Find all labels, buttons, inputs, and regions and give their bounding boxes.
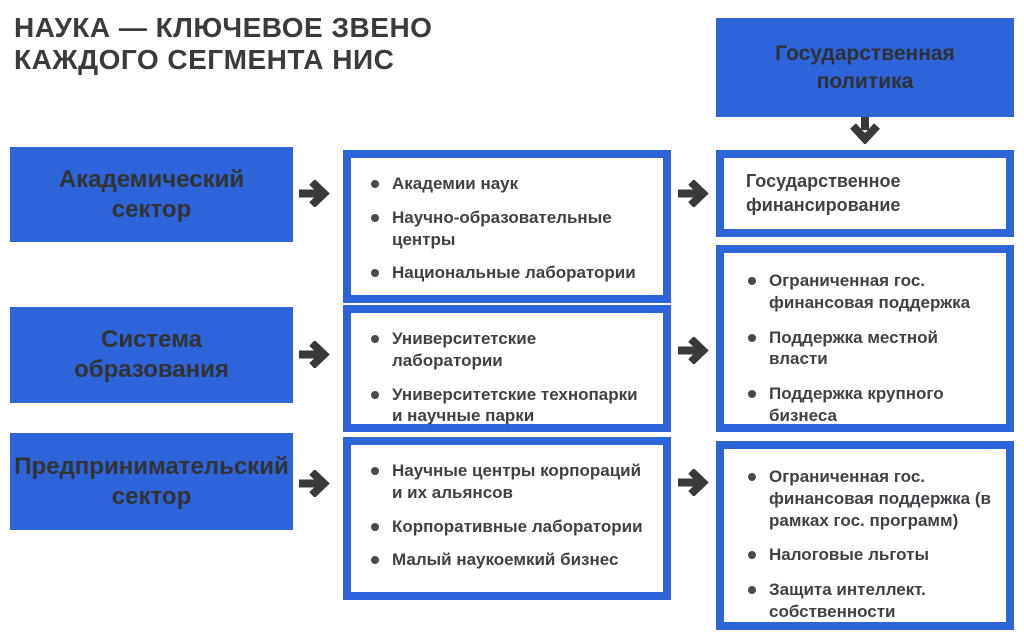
list-item: Университетские технопарки и научные пар… [365, 384, 651, 428]
list-item: Ограниченная гос. финансовая поддержка [742, 270, 994, 314]
funding-box-academic: Государственное финансирование [716, 150, 1014, 237]
funding-box-entrepreneurial: Ограниченная гос. финансовая поддержка (… [716, 441, 1014, 630]
policy-box: Государственная политика [716, 18, 1014, 117]
funding-text: Государственное финансирование [746, 171, 901, 215]
arrow-down-icon [849, 117, 881, 144]
list-item: Научные центры корпораций и их альянсов [365, 460, 651, 504]
arrow-right-icon [678, 337, 715, 364]
list-item: Малый наукоемкий бизнес [365, 549, 651, 571]
list-item: Научно-образовательные центры [365, 207, 651, 251]
sector-box-entrepreneurial: Предпринимательский сектор [10, 433, 293, 530]
list-item: Поддержка местной власти [742, 327, 994, 371]
list-item: Академии наук [365, 173, 651, 195]
list-item: Налоговые льготы [742, 544, 994, 566]
list-item: Защита интеллект. собственности [742, 579, 994, 623]
list-item: Национальные лаборатории [365, 262, 651, 284]
page-title-line1: НАУКА — КЛЮЧЕВОЕ ЗВЕНО [14, 12, 433, 43]
list-item: Ограниченная гос. финансовая поддержка (… [742, 466, 994, 531]
page-title-line2: КАЖДОГО СЕГМЕНТА НИС [14, 44, 395, 76]
arrow-right-icon [299, 470, 336, 497]
arrow-right-icon [678, 180, 715, 207]
arrow-right-icon [678, 469, 715, 496]
sector-box-education: Система образования [10, 307, 293, 403]
list-item: Корпоративные лаборатории [365, 516, 651, 538]
list-item: Университетские лаборатории [365, 328, 651, 372]
list-item: Поддержка крупного бизнеса [742, 383, 994, 427]
arrow-right-icon [299, 341, 336, 368]
funding-list-entrepreneurial: Ограниченная гос. финансовая поддержка (… [724, 449, 1006, 623]
sector-box-academic: Академический сектор [10, 147, 293, 242]
arrow-right-icon [299, 180, 336, 207]
